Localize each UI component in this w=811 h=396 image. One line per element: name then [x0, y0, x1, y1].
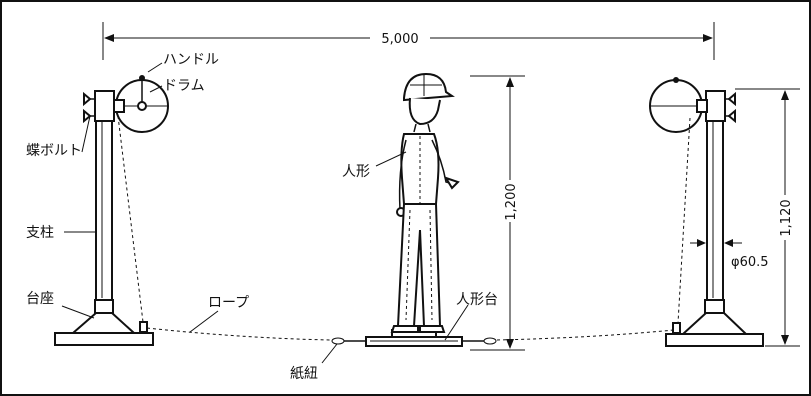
doll-label: 人形 [342, 164, 370, 180]
handle-label: ハンドル [163, 52, 219, 68]
span-dimension: 5,000 [102, 22, 715, 60]
drum-label: ドラム [163, 78, 205, 94]
pole-diameter-dimension: φ60.5 [690, 239, 769, 270]
right-post [706, 94, 724, 301]
right-base-cone [680, 312, 749, 335]
pole-height-dimension: 1,120 [735, 88, 800, 347]
paper-string-label: 紙紐 [290, 366, 318, 382]
span-dimension-label: 5,000 [381, 32, 418, 47]
doll-stand-label: 人形台 [456, 292, 498, 308]
right-wing-bolt [725, 91, 736, 124]
wing-bolt-label: 蝶ボルト [26, 143, 82, 159]
doll-height-dimension: 1,200 [470, 75, 525, 351]
rope [146, 327, 675, 345]
base-label: 台座 [26, 291, 54, 307]
pole-height-label: 1,120 [779, 199, 794, 236]
post-label: 支柱 [26, 225, 54, 241]
doll-height-label: 1,200 [504, 183, 519, 220]
left-base-plate [54, 332, 154, 346]
left-stand [54, 75, 169, 346]
left-post [95, 96, 113, 301]
left-base-cone [70, 312, 137, 334]
right-stand [649, 77, 764, 347]
left-handle [137, 75, 147, 111]
doll-figure [390, 72, 460, 333]
right-base-plate [665, 333, 764, 347]
pole-diameter-label: φ60.5 [731, 255, 769, 270]
rope-label: ロープ [208, 295, 249, 311]
leader-lines [61, 62, 469, 364]
